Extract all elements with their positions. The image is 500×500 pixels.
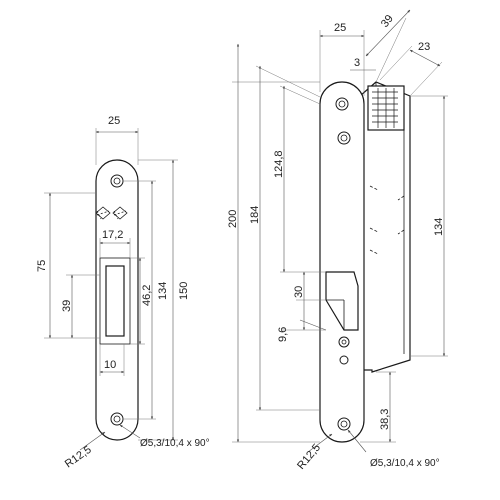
lock-countersink-label: Ø5,3/10,4 x 90°	[370, 458, 440, 469]
strike-cross-holes	[95, 206, 128, 220]
strike-bottom-hole	[110, 412, 124, 426]
strike-countersink-label: Ø5,3/10,4 x 90°	[140, 438, 210, 449]
terminal-block	[367, 85, 405, 131]
strike-slot-height-label: 46,2	[141, 285, 153, 306]
lock-latch-offset-label: 9,6	[277, 327, 289, 342]
lock-faceplate-height-label: 200	[227, 210, 239, 228]
lock-case-width-label: 23	[418, 41, 430, 53]
strike-height-label: 150	[178, 282, 190, 300]
lock-latch-position-label: 124,8	[273, 150, 285, 178]
lock-upper-hole	[337, 131, 351, 145]
strike-hole-pitch-label: 134	[157, 282, 169, 300]
lock-faceplate	[319, 81, 365, 443]
strike-radius-label: R12,5	[63, 444, 94, 471]
strike-slot-inner-label: 39	[61, 300, 73, 312]
lock-top-hole	[335, 97, 349, 111]
lock-bottom-hole-label: 38,3	[379, 409, 391, 430]
lock-small-offset-label: 3	[354, 57, 360, 69]
strike-plate: 25 150 134 46,2 75 39 17,2 10	[36, 115, 210, 470]
strike-slot-width-label: 17,2	[102, 229, 123, 241]
lock-case-depth-label: 39	[379, 13, 396, 30]
lock-body: 25 39 3 23 200 184 124,8 134	[227, 9, 448, 472]
lock-faceplate-width-label: 25	[334, 22, 346, 34]
strike-slot-outer	[99, 257, 131, 345]
strike-slot-depth-label: 10	[104, 359, 116, 371]
lock-radius-label: R12,5	[295, 442, 323, 472]
strike-top-hole	[110, 174, 124, 188]
lock-hole-pitch-label: 134	[433, 218, 445, 236]
strike-offset-label: 75	[36, 260, 48, 272]
strike-slot	[105, 265, 125, 337]
lock-bottom-hole	[337, 417, 351, 431]
lock-latch-height-label: 30	[293, 286, 305, 298]
lock-case-height-label: 184	[249, 206, 261, 224]
strike-width-label: 25	[108, 115, 120, 127]
